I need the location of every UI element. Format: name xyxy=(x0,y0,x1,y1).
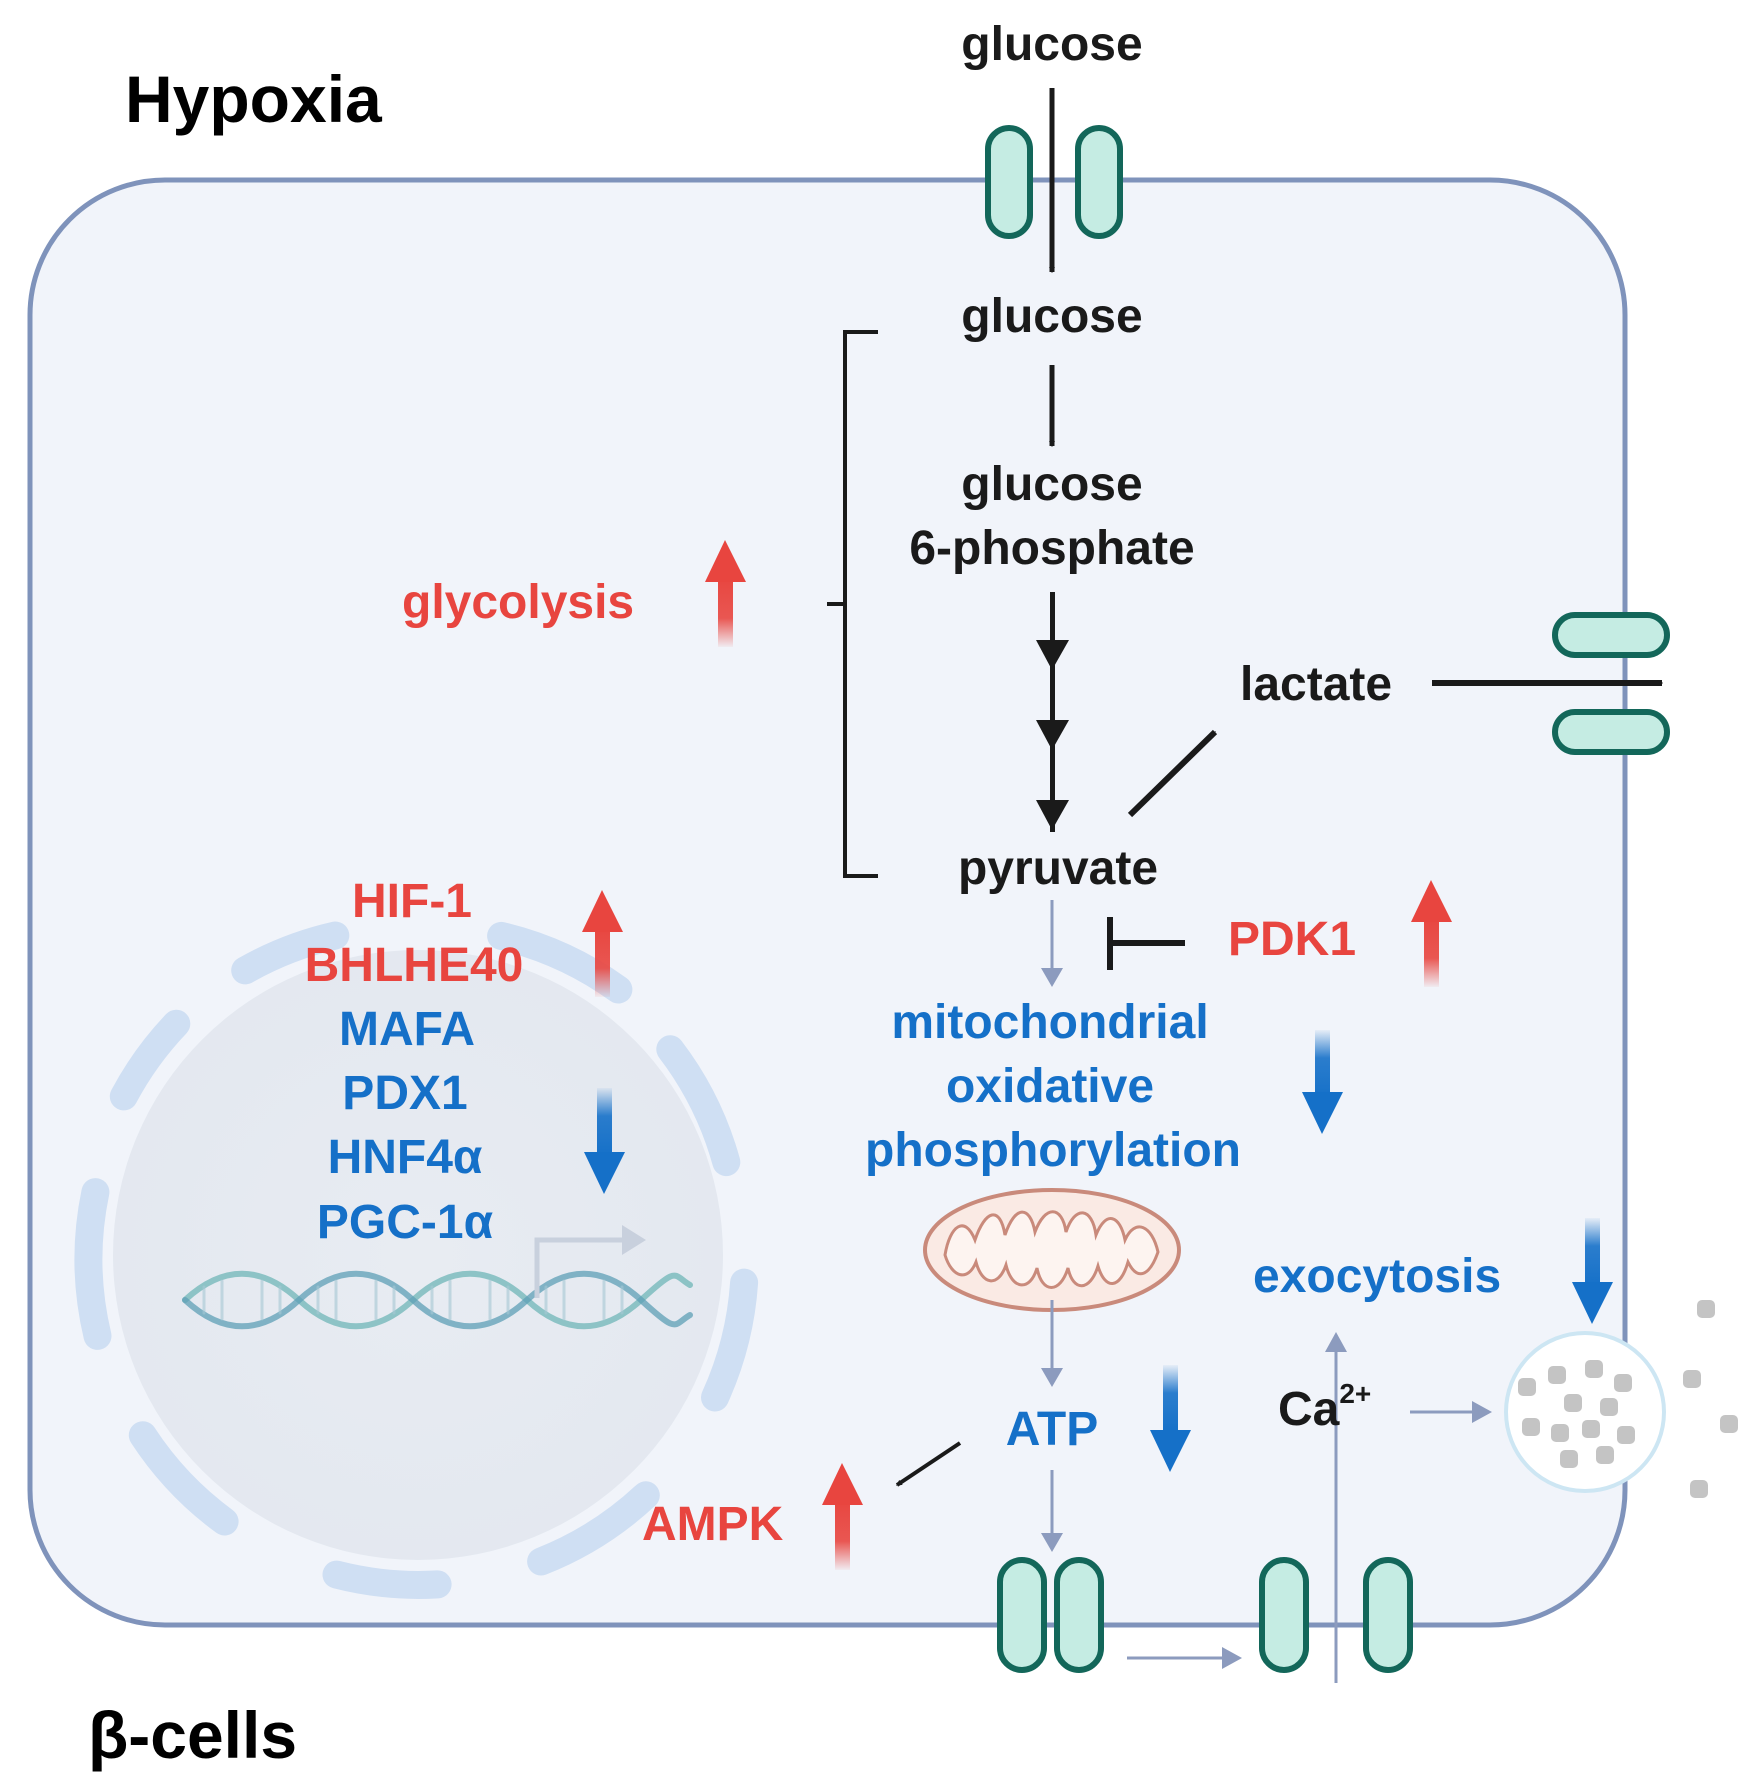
pdk1-up-arrow xyxy=(1411,880,1452,987)
glucose-inside: glucose xyxy=(961,290,1142,343)
transcription-start-arrow xyxy=(534,1237,625,1298)
lactate: lactate xyxy=(1240,658,1392,711)
katp-channel xyxy=(997,1557,1104,1673)
pdk1-label: PDK1 xyxy=(1228,913,1356,966)
pdk1-inhibition-line xyxy=(1107,917,1185,970)
calcium-base: Ca xyxy=(1278,1383,1340,1436)
atp-down-arrow xyxy=(1150,1365,1191,1472)
glucose-transporter xyxy=(985,125,1123,239)
g6p-line2: 6-phosphate xyxy=(909,522,1194,575)
g6p-to-pyruvate-arrows xyxy=(1036,592,1069,832)
oxphos-line1: mitochondrial xyxy=(891,996,1208,1049)
nucleus xyxy=(74,921,759,1599)
calcium-label: Ca2+ xyxy=(1278,1378,1371,1436)
factor-pgc1a: PGC-1α xyxy=(317,1196,494,1249)
calcium-superscript: 2+ xyxy=(1339,1378,1371,1409)
nuclear-envelope xyxy=(74,921,759,1599)
title: Hypoxia xyxy=(125,62,383,136)
factor-mafa: MAFA xyxy=(339,1003,475,1056)
factor-hnf4a: HNF4α xyxy=(328,1131,483,1184)
oxphos-line2: oxidative xyxy=(946,1060,1154,1113)
g6p-line1: glucose xyxy=(961,458,1142,511)
glycolysis-bracket xyxy=(827,330,878,878)
oxphos-line3: phosphorylation xyxy=(865,1124,1241,1177)
glycolysis-up-arrow xyxy=(705,540,746,647)
glycolysis-label: glycolysis xyxy=(402,576,634,629)
exocytosis-down-arrow xyxy=(1572,1218,1613,1324)
released-insulin-granules xyxy=(1683,1300,1738,1498)
atp-label: ATP xyxy=(1006,1403,1098,1456)
ampk-label: AMPK xyxy=(642,1498,784,1551)
ampk-up-arrow xyxy=(822,1463,863,1570)
mitochondrion-icon xyxy=(923,1188,1181,1312)
pyruvate: pyruvate xyxy=(958,842,1158,895)
cell-label: β-cells xyxy=(88,1698,297,1772)
pyruvate-to-lactate-arrow xyxy=(1127,729,1218,818)
lactate-transporter xyxy=(1552,612,1670,755)
nucleus-body xyxy=(113,950,723,1560)
factor-bhlhe40: BHLHE40 xyxy=(305,939,524,992)
atp-to-ampk-arrow xyxy=(895,1441,962,1487)
exocytosis-label: exocytosis xyxy=(1253,1250,1501,1303)
oxphos-down-arrow xyxy=(1302,1030,1343,1134)
factors-down-arrow xyxy=(584,1088,625,1194)
factor-hif1: HIF-1 xyxy=(352,875,472,928)
dna-helix xyxy=(182,1270,693,1330)
insulin-vesicle xyxy=(1504,1331,1666,1493)
factor-pdx1: PDX1 xyxy=(342,1067,467,1120)
glucose-outside: glucose xyxy=(961,18,1142,71)
calcium-channel xyxy=(1259,1557,1413,1673)
factors-up-arrow xyxy=(582,890,623,997)
